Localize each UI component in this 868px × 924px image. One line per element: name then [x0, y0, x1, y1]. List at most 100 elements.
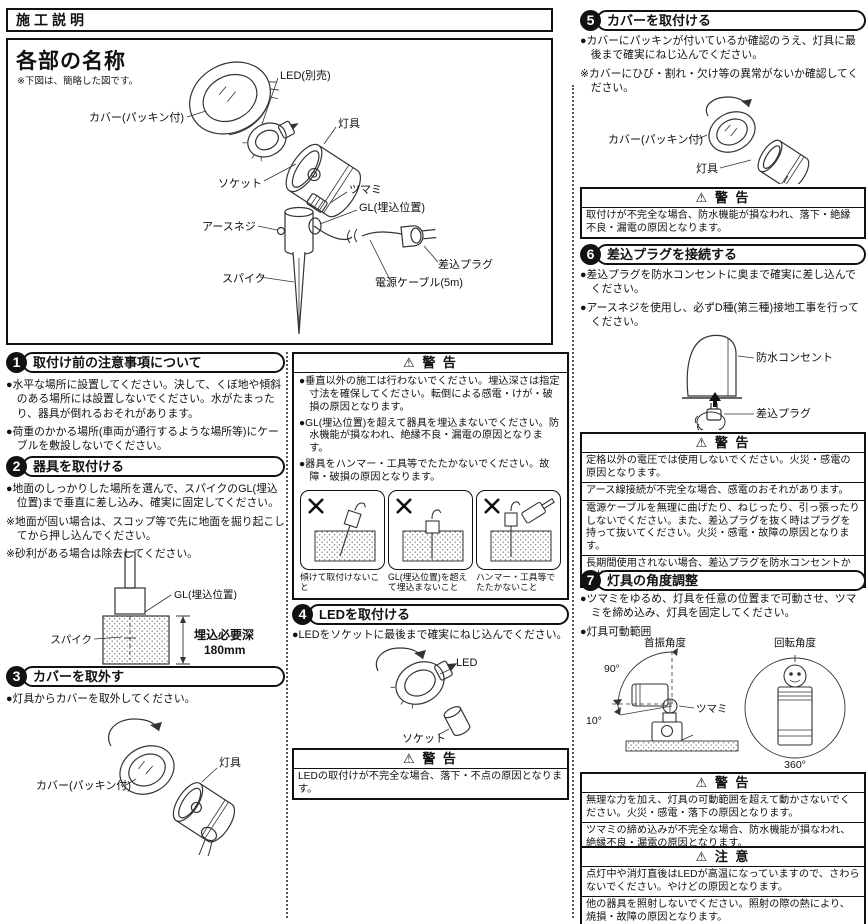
label-led: LED(別売): [280, 69, 331, 82]
plug-connect-figure: 防水コンセント 差込プラグ: [682, 334, 833, 430]
instruction-item: ●地面のしっかりした場所を選んで、スパイクのGL(埋込位置)まで垂直に差し込み、…: [6, 483, 279, 510]
warning-box-cover: ⚠ 警 告 取付けが不完全な場合、防水機能が損なわれ、落下・絶縁不良・漏電の原因…: [580, 187, 866, 240]
section-1-body: ●水平な場所に設置してください。決して、くぼ地や傾斜のある場所には設置しないでく…: [6, 378, 285, 457]
warning-title: ⚠ 警 告: [294, 750, 567, 769]
section-4-header: 4 LEDを取付ける: [292, 604, 569, 625]
label-knob: ツマミ: [349, 184, 382, 196]
warning-row: 電源ケーブルを無理に曲げたり、ねじったり、引っ張ったりしないでください。また、差…: [582, 499, 864, 556]
hand-drawing: [694, 411, 726, 430]
prohibited-caption: 傾けて取付けないこと: [300, 571, 380, 593]
warning-title: ⚠ 警 告: [582, 434, 864, 453]
warning-item: ●GL(埋込位置)を超えて器具を埋込まないでください。防水機能が損なわれ、絶縁不…: [299, 417, 560, 455]
section-5-number: 5: [580, 10, 601, 31]
section-4-number: 4: [292, 604, 313, 625]
label-earth-screw: アースネジ: [202, 220, 256, 233]
label-cable: 電源ケーブル(5m): [375, 275, 463, 289]
section-3-body: ●灯具からカバーを取外してください。: [6, 692, 285, 710]
angle-adjust-figure: 首振角度 回転角度 90° 10° ツマミ 360°: [586, 636, 846, 770]
label-rotate-angle: 回転角度: [774, 636, 816, 649]
warning-row: アース線接続が不完全な場合、感電のおそれがあります。: [582, 482, 864, 500]
section-3-title: カバーを取外す: [22, 666, 285, 687]
label-outlet: 防水コンセント: [756, 350, 833, 364]
parts-note: ※下図は、簡略した図です。: [17, 76, 139, 87]
section-2-title: 器具を取付ける: [22, 456, 285, 477]
parts-diagram: LED(別売) カバー(パッキン付) 灯具 ソケット ツマミ GL(埋込位置) …: [89, 61, 493, 335]
knob-drawing: [306, 193, 328, 213]
manual-title: 施工説明: [6, 8, 553, 32]
label-lamp: 灯具: [338, 117, 360, 130]
section-7-number: 7: [580, 570, 601, 591]
warning-box-power: ⚠ 警 告 定格以外の電圧では使用しないでください。火災・感電の原因となります。…: [580, 432, 866, 588]
warning-row: LEDの取付けが不完全な場合、落下・不点の原因となります。: [298, 771, 563, 795]
section-2-number: 2: [6, 456, 27, 477]
label-led: LED: [456, 657, 477, 669]
section-6-title: 差込プラグを接続する: [596, 244, 866, 265]
warning-title: ⚠ 警 告: [582, 189, 864, 208]
column-separator: [572, 85, 574, 918]
label-depth: 埋込必要深: [194, 627, 254, 642]
led-drawing: [242, 120, 299, 162]
section-3-number: 3: [6, 666, 27, 687]
label-gl: GL(埋込位置): [359, 200, 425, 214]
spike-depth-figure: GL(埋込位置) スパイク 埋込必要深 180mm: [50, 551, 254, 665]
label-socket: ソケット: [218, 177, 262, 190]
warning-title: ⚠ 警 告: [294, 354, 567, 373]
instruction-item: ●LEDをソケットに最後まで確実にねじ込んでください。: [292, 629, 568, 641]
cable-drawing: [313, 225, 403, 244]
instruction-item: ●灯具可動範囲: [580, 625, 652, 638]
instruction-item: ※地面が固い場合は、スコップ等で先に地面を掘り起こしてから押し込んでください。: [6, 515, 285, 542]
warning-row: ツマミの締め込みが不完全な場合、防水機能が損なわれ、絶縁不良・漏電の原因となりま…: [582, 822, 864, 852]
base-drawing: [276, 206, 322, 335]
parts-box: 各部の名称 ※下図は、簡略した図です。: [6, 38, 553, 345]
section-1-header: 1 取付け前の注意事項について: [6, 352, 285, 373]
section-6-body: ●差込プラグを防水コンセントに奥まで確実に差し込んでください。 ●アースネジを使…: [580, 268, 866, 333]
too-deep-drawing: [396, 497, 464, 562]
section-1-number: 1: [6, 352, 27, 373]
column-separator: [286, 352, 288, 918]
label-spike: スパイク: [222, 272, 266, 285]
cover-attach-figure: カバー(パッキン付) 灯具: [608, 96, 810, 184]
prohibited-figure-hammer: ハンマー・工具等でたたかないこと: [476, 489, 561, 593]
warning-item: ●垂直以外の施工は行わないでください。埋込深さは指定寸法を確保してください。転倒…: [299, 376, 560, 413]
label-plug: 差込プラグ: [756, 406, 811, 420]
section-3-header: 3 カバーを取外す: [6, 666, 285, 687]
warning-body: ●垂直以外の施工は行わないでください。埋込深さは指定寸法を確保してください。転倒…: [294, 373, 567, 485]
cover-remove-figure: カバー(パッキン付) 灯具: [36, 718, 241, 857]
section-7-title: 灯具の角度調整: [596, 570, 866, 591]
section-7-body: ●ツマミをゆるめ、灯具を任意の位置まで可動させ、ツマミを締め込み、灯具を固定して…: [580, 592, 866, 643]
cover-drawing: [189, 61, 280, 136]
section-4-title: LEDを取付ける: [308, 604, 569, 625]
hammer-drawing: [484, 497, 555, 562]
instruction-item: ※砂利がある場合は除去してください。: [6, 548, 198, 560]
label-gl: GL(埋込位置): [174, 588, 237, 601]
prohibited-figure-tilted: 傾けて取付けないこと: [300, 489, 385, 593]
parts-heading: 各部の名称: [16, 50, 126, 73]
section-6-number: 6: [580, 244, 601, 265]
label-cover: カバー(パッキン付): [89, 111, 184, 124]
prohibited-caption: ハンマー・工具等でたたかないこと: [476, 571, 556, 593]
warning-row: 定格以外の電圧では使用しないでください。火災・感電の原因となります。: [586, 455, 851, 479]
warning-box-led: ⚠ 警 告 LEDの取付けが不完全な場合、落下・不点の原因となります。: [292, 748, 569, 801]
warning-row: 取付けが不完全な場合、防水機能が損なわれ、落下・絶縁不良・漏電の原因となります。: [586, 210, 851, 234]
prohibited-figure-too-deep: GL(埋込位置)を超えて埋込まないこと: [388, 489, 473, 593]
section-2-header: 2 器具を取付ける: [6, 456, 285, 477]
label-10deg: 10°: [586, 715, 602, 727]
lamp-drawing: [285, 143, 361, 218]
label-cover: カバー(パッキン付): [36, 779, 131, 792]
caution-row: 点灯中や消灯直後はLEDが高温になっていますので、さわらないでください。やけどの…: [586, 869, 860, 893]
outlet-drawing: [682, 334, 742, 399]
label-socket: ソケット: [402, 732, 446, 745]
instruction-item: ●アースネジを使用し、必ずD種(第三種)接地工事を行ってください。: [580, 301, 859, 328]
caution-title: ⚠ 注 意: [582, 848, 864, 867]
caution-box: ⚠ 注 意 点灯中や消灯直後はLEDが高温になっていますので、さわらないでくださ…: [580, 846, 866, 924]
label-cover: カバー(パッキン付): [608, 133, 703, 146]
instruction-item: ●荷重のかかる場所(車両が通行するような場所等)にケーブルを敷設しないでください…: [6, 425, 279, 452]
section-6-header: 6 差込プラグを接続する: [580, 244, 866, 265]
warning-row: 無理な力を加え、灯具の可動範囲を超えて動かさないでください。火災・感電・落下の原…: [586, 795, 851, 819]
label-lamp: 灯具: [219, 756, 241, 769]
prohibited-figures: 傾けて取付けないこと GL: [294, 488, 567, 598]
label-lamp: 灯具: [696, 162, 718, 175]
label-360deg: 360°: [784, 759, 806, 770]
instruction-item: ●灯具からカバーを取外してください。: [6, 693, 196, 705]
